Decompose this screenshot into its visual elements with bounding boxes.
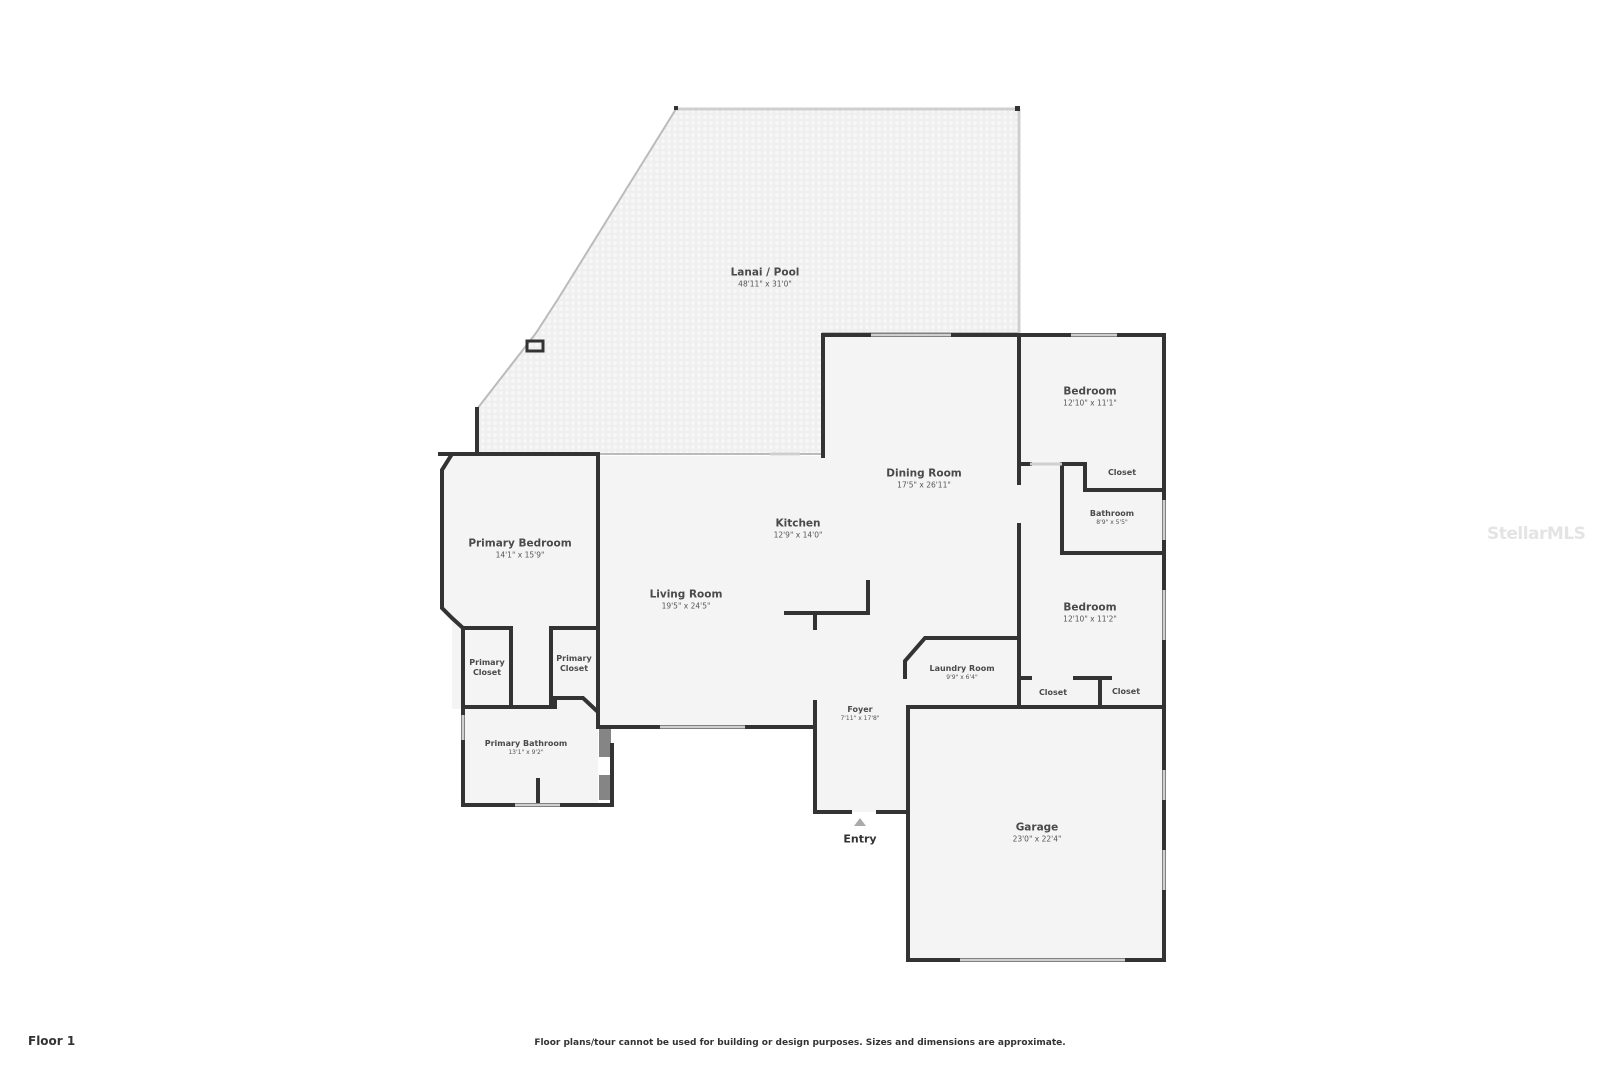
room-name: Primary Bathroom	[484, 739, 568, 748]
room-dimensions: 12'9" x 14'0"	[773, 530, 823, 540]
floor-label: Floor 1	[28, 1034, 76, 1048]
room-name: Bathroom	[1089, 509, 1135, 518]
room-laundry: Laundry Room 9'9" x 6'4"	[929, 664, 994, 682]
room-closet-2: Closet	[1039, 688, 1067, 698]
room-dimensions: 14'1" x 15'9"	[495, 550, 545, 560]
room-foyer: Foyer 7'11" x 17'8"	[840, 705, 879, 723]
room-dimensions: 12'10" x 11'2"	[1063, 614, 1117, 624]
room-name: Kitchen	[775, 517, 821, 530]
room-dining: Dining Room 17'5" x 26'11"	[886, 468, 962, 491]
room-dimensions: 8'9" x 5'5"	[1096, 519, 1128, 526]
room-name: Closet	[1038, 688, 1068, 697]
room-closet-3: Closet	[1112, 687, 1140, 697]
room-name: Laundry Room	[929, 664, 995, 673]
room-closet-1: Closet	[1108, 468, 1136, 478]
room-primary-closet-1: Primary Closet	[467, 658, 507, 678]
grill-icon	[525, 339, 545, 353]
watermark: StellarMLS	[1487, 524, 1586, 544]
room-primary-bedroom: Primary Bedroom 14'1" x 15'9"	[468, 538, 571, 561]
room-name: Closet	[1111, 687, 1141, 696]
room-dimensions: 7'11" x 17'8"	[840, 715, 880, 722]
room-dimensions: 23'0" x 22'4"	[1012, 834, 1062, 844]
room-dimensions: 12'10" x 11'1"	[1063, 398, 1117, 408]
room-name: Bedroom	[1063, 385, 1117, 398]
disclaimer: Floor plans/tour cannot be used for buil…	[534, 1038, 1066, 1048]
room-bedroom-1: Bedroom 12'10" x 11'1"	[1063, 386, 1117, 409]
room-dimensions: 13'1" x 9'2"	[508, 749, 544, 756]
room-dimensions: 9'9" x 6'4"	[946, 674, 978, 681]
room-lanai: Lanai / Pool 48'11" x 31'0"	[731, 267, 800, 290]
room-name: Foyer	[847, 705, 873, 714]
room-name: Primary Bedroom	[468, 537, 572, 550]
room-name: Bedroom	[1063, 601, 1117, 614]
room-name: Lanai / Pool	[730, 266, 800, 279]
room-garage: Garage 23'0" x 22'4"	[1013, 822, 1062, 845]
room-name: Living Room	[649, 588, 723, 601]
room-dimensions: 17'5" x 26'11"	[897, 480, 951, 490]
room-name: Closet	[1107, 468, 1137, 477]
room-kitchen: Kitchen 12'9" x 14'0"	[774, 518, 823, 541]
room-primary-closet-2: Primary Closet	[554, 654, 594, 674]
entry-label: Entry	[843, 832, 877, 846]
room-name: Dining Room	[886, 467, 962, 480]
room-name: Primary Closet	[469, 658, 505, 677]
room-bedroom-2: Bedroom 12'10" x 11'2"	[1063, 602, 1117, 625]
room-dimensions: 48'11" x 31'0"	[738, 279, 792, 289]
room-name: Primary Closet	[556, 654, 592, 673]
room-name: Garage	[1015, 821, 1059, 834]
room-bathroom: Bathroom 8'9" x 5'5"	[1090, 509, 1134, 527]
entry-arrow-icon	[854, 818, 866, 826]
room-dimensions: 19'5" x 24'5"	[661, 601, 711, 611]
room-primary-bathroom: Primary Bathroom 13'1" x 9'2"	[485, 739, 568, 757]
room-living: Living Room 19'5" x 24'5"	[650, 589, 723, 612]
